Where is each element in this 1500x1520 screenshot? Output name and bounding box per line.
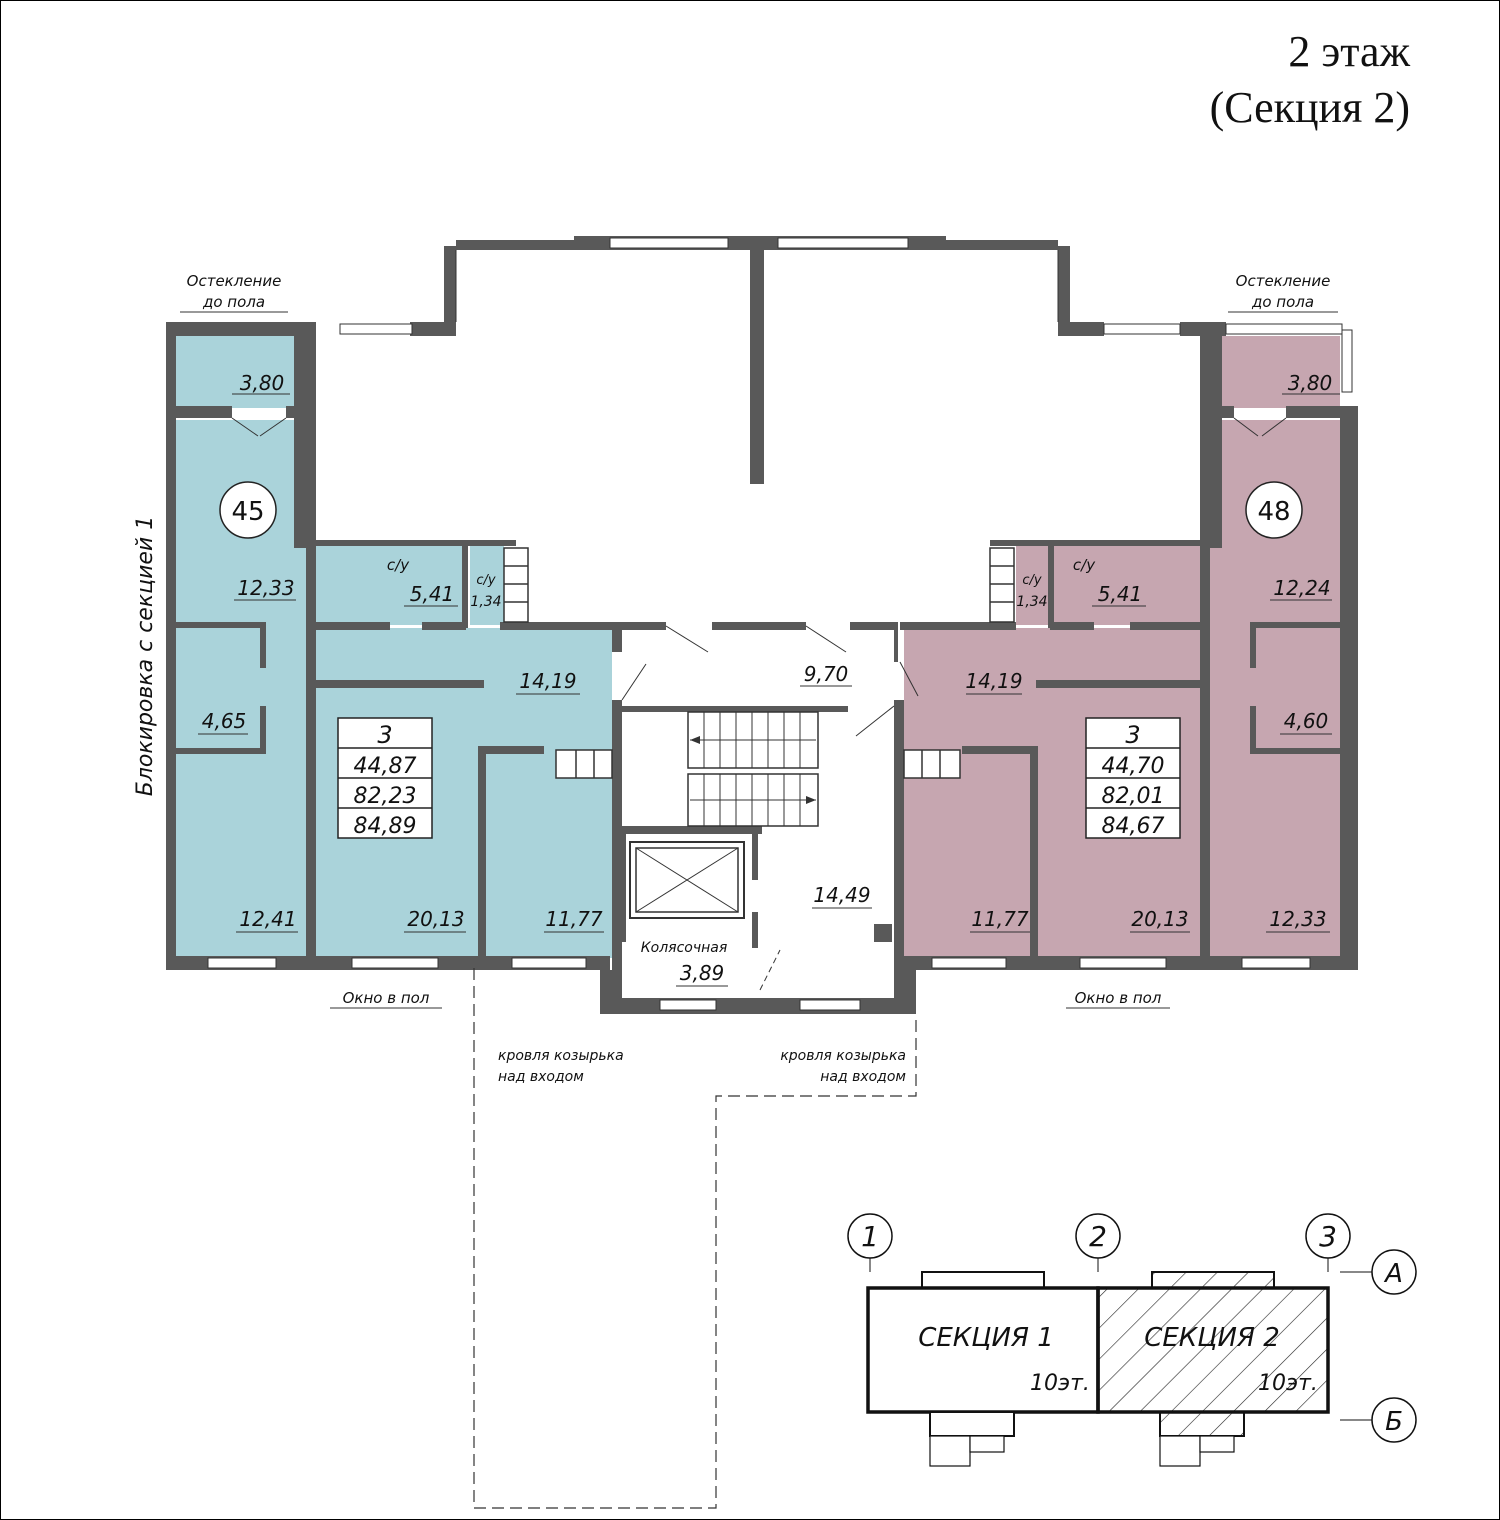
apt-45-closet: 4,65: [202, 709, 247, 733]
floor-title: 2 этаж: [1288, 27, 1410, 76]
apt-48-total-area: 82,01: [1102, 784, 1165, 809]
apt-45-circle: [219, 481, 277, 539]
core: [600, 706, 916, 1014]
section-1-floors: 10эт.: [1030, 1371, 1090, 1396]
info-boxes: [337, 717, 1181, 839]
apt-48-circle: [1245, 481, 1303, 539]
apt-45-wc: 1,34: [470, 594, 501, 610]
apt-48-closet: 4,60: [1284, 709, 1329, 733]
section-2-name: СЕКЦИЯ 2: [1144, 1323, 1280, 1353]
canopy-outline: [473, 968, 917, 1509]
apt-45-total-balcony: 84,89: [354, 814, 417, 839]
apt-48-room-top: 12,24: [1273, 576, 1330, 600]
apt-45-rooms: 3: [377, 721, 392, 749]
axis-a: А: [1383, 1259, 1403, 1289]
apt-48-hall: 14,19: [965, 669, 1022, 693]
stroller-area: 3,89: [680, 961, 725, 985]
apt-45-number: 45: [231, 497, 264, 527]
apt-45-total-area: 82,23: [354, 784, 417, 809]
apt-48-room-br: 12,33: [1269, 907, 1326, 931]
window-floor-left: Окно в пол: [343, 989, 430, 1007]
glazing-left-2: до пола: [202, 293, 265, 311]
apt-48-number: 48: [1257, 497, 1290, 527]
section-1-name: СЕКЦИЯ 1: [918, 1323, 1054, 1353]
apt-45-living-area: 44,87: [354, 754, 417, 779]
apartment-45-fill: [176, 336, 612, 958]
apt-45-wc-label: с/у: [476, 573, 496, 588]
canopy-left-2: над входом: [498, 1069, 584, 1085]
section-2-floors: 10эт.: [1258, 1371, 1318, 1396]
apt-45-room-top: 12,33: [237, 576, 294, 600]
door-swings: [231, 250, 1287, 991]
window-floor-right: Окно в пол: [1075, 989, 1162, 1007]
apt-45-bath-label: с/у: [387, 556, 410, 574]
axis-2: 2: [1089, 1220, 1107, 1253]
apt-48-loggia: 3,80: [1288, 371, 1333, 395]
apt-45-room-bm: 20,13: [407, 907, 464, 931]
stroller-room-label: Колясочная: [641, 940, 728, 956]
glazing-right-2: до пола: [1251, 293, 1314, 311]
apt-48-room-bl: 11,77: [971, 907, 1029, 931]
windows: [207, 237, 1353, 969]
apt-48-room-bm: 20,13: [1131, 907, 1188, 931]
apartment-48-fill: [904, 336, 1340, 958]
glazing-right-1: Остекление: [1236, 272, 1331, 290]
apt-45-loggia: 3,80: [240, 371, 285, 395]
stair-hall-area: 14,49: [813, 883, 870, 907]
bath-fixtures: [503, 547, 1015, 779]
axis-1: 1: [861, 1220, 879, 1253]
corridor-area: 9,70: [804, 662, 849, 686]
apt-48-living-area: 44,70: [1102, 754, 1165, 779]
labels: Остекление до пола Остекление до пола Ок…: [133, 272, 1332, 1085]
canopy-right-2: над входом: [820, 1069, 906, 1085]
apt-45-hall: 14,19: [519, 669, 576, 693]
blocking-note: Блокировка с секцией 1: [133, 516, 158, 796]
apt-48-bath-label: с/у: [1073, 556, 1096, 574]
underlines: [180, 311, 1340, 1009]
key-plan: 1 2 3 А Б СЕКЦИЯ 1 10эт. СЕКЦИЯ 2 10эт.: [847, 1213, 1417, 1467]
apt-45-bath: 5,41: [410, 582, 455, 606]
section-title: (Секция 2): [1209, 83, 1410, 132]
apt-48-wc: 1,34: [1016, 594, 1047, 610]
apt-48-wc-label: с/у: [1022, 573, 1042, 588]
glazing-left-1: Остекление: [187, 272, 282, 290]
axis-b: Б: [1385, 1407, 1403, 1437]
canopy-right-1: кровля козырька: [780, 1048, 906, 1064]
canopy-left-1: кровля козырька: [498, 1048, 624, 1064]
axis-3: 3: [1319, 1220, 1337, 1253]
apt-48-total-balcony: 84,67: [1102, 814, 1165, 839]
apt-45-room-bl: 12,41: [239, 907, 296, 931]
apt-48-rooms: 3: [1125, 721, 1140, 749]
apt-48-bath: 5,41: [1098, 582, 1143, 606]
apt-45-room-br: 11,77: [545, 907, 603, 931]
